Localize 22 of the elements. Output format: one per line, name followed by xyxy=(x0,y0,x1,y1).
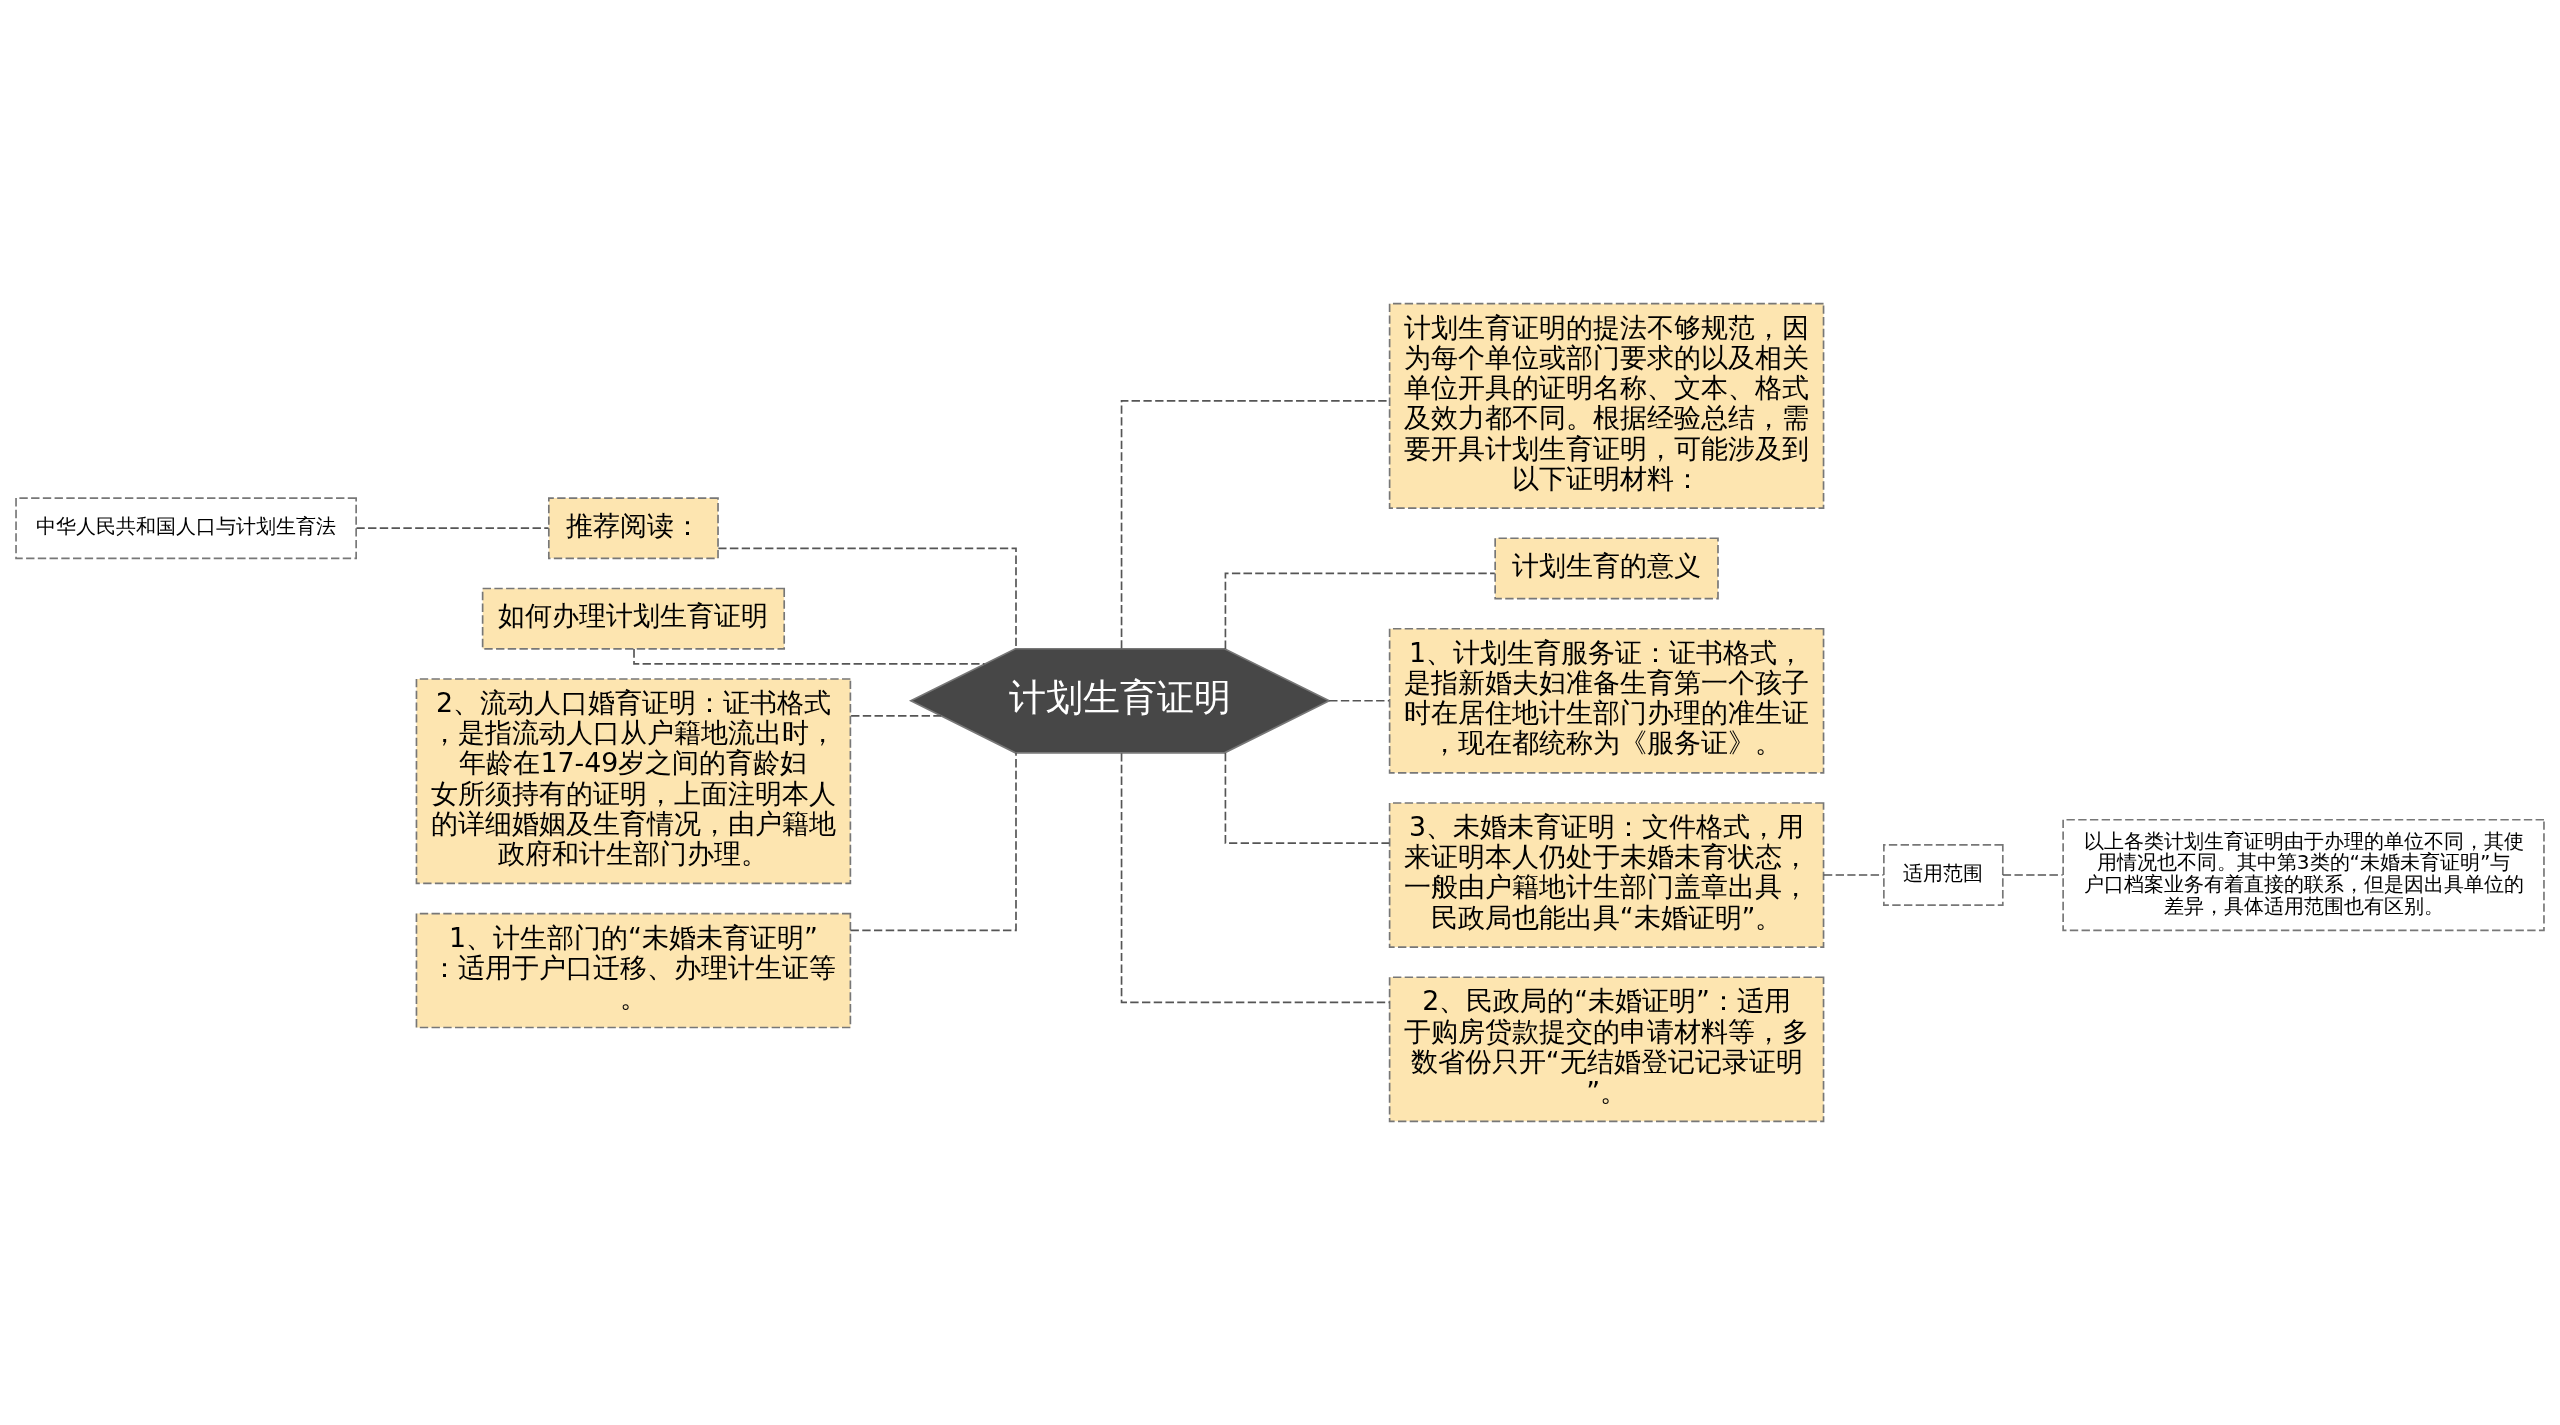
connector xyxy=(1120,752,1391,1004)
node-box: 计划生育的意义 xyxy=(1494,537,1719,600)
connector xyxy=(1224,752,1391,844)
node-box: 2、流动人口婚育证明：证书格式，是指流动人口从户籍地流出时，年龄在17-49岁之间的育龄妇女所须持有的证明，上面注明本人的详细婚姻及生育情况，由户籍地政府和计生部门办理。 xyxy=(415,678,852,885)
connector xyxy=(1822,874,1885,876)
connector xyxy=(1224,572,1496,650)
connector xyxy=(1328,699,1390,702)
node-box: 3、未婚未育证明：文件格式，用来证明本人仍处于未婚未育状态，一般由户籍地计生部门盖章出具，民政局也能出具“未婚证明”。 xyxy=(1388,802,1825,948)
node-box: 1、计划生育服务证：证书格式，是指新婚夫妇准备生育第一个孩子时在居住地计生部门办理的准生证，现在都统称为《服务证》。 xyxy=(1388,627,1825,774)
node-box: 中华人民共和国人口与计划生育法 xyxy=(15,497,357,560)
node-box: 推荐阅读： xyxy=(547,497,719,560)
node-box: 计划生育证明的提法不够规范，因为每个单位或部门要求的以及相关单位开具的证明名称、文本、格式及效力都不同。根据经验总结，需要开具计划生育证明，可能涉及到以下证明材料： xyxy=(1388,302,1825,509)
connector xyxy=(849,752,1017,932)
connector xyxy=(2001,874,2064,876)
node-box: 1、计生部门的“未婚未育证明”：适用于户口迁移、办理计生证等。 xyxy=(415,912,852,1029)
node-box: 2、民政局的“未婚证明”：适用于购房贷款提交的申请材料等，多数省份只开“无结婚登记记录证明”。 xyxy=(1388,976,1825,1123)
node-box: 以上各类计划生育证明由于办理的单位不同，其使用情况也不同。其中第3类的“未婚未育证明”与户口档案业务有着直接的联系，但是因出具单位的差异，具体适用范围也有区别。 xyxy=(2062,818,2545,932)
connector xyxy=(850,715,942,717)
node-box: 如何办理计划生育证明 xyxy=(481,587,786,650)
connector xyxy=(355,527,550,530)
node-box: 适用范围 xyxy=(1883,844,2004,906)
connector xyxy=(633,648,986,665)
